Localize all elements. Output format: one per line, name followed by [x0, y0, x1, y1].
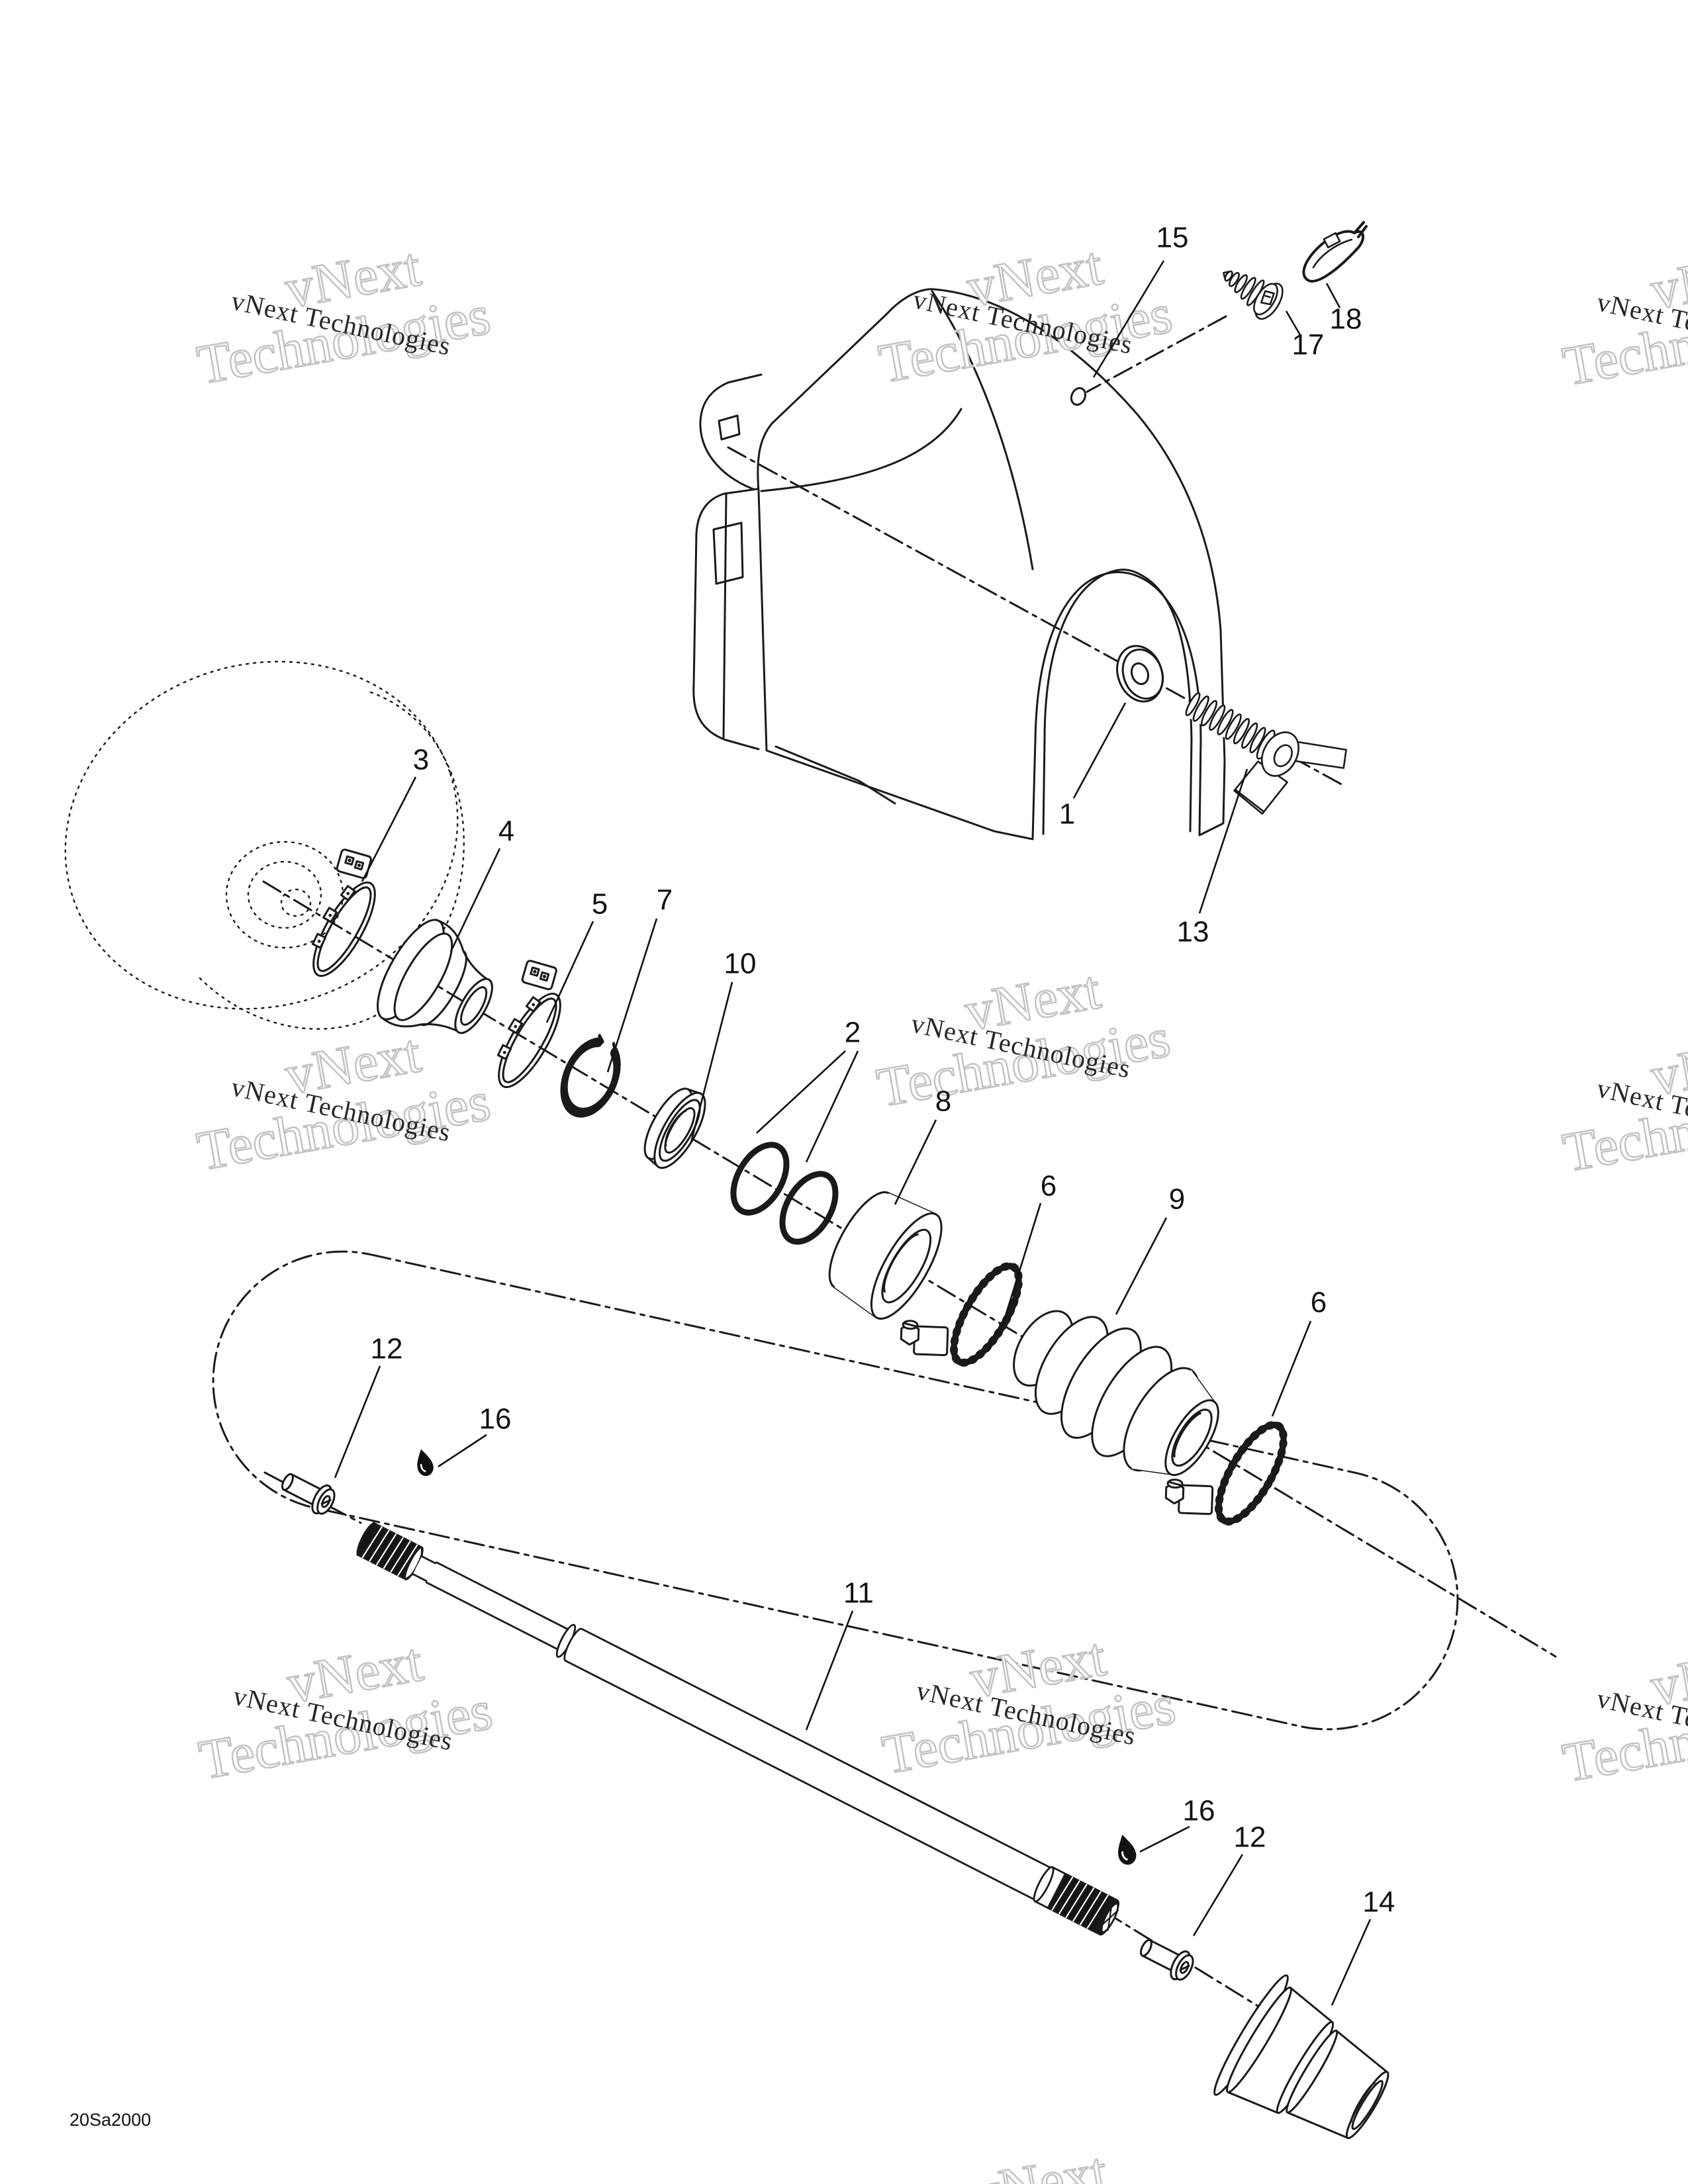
leader-line-7 — [606, 918, 658, 1073]
callout-14: 14 — [1363, 1886, 1395, 1919]
callout-4: 4 — [498, 815, 514, 848]
washer-1 — [1116, 645, 1164, 703]
leader-line-1 — [1072, 702, 1127, 799]
bushing-8 — [828, 1191, 943, 1320]
callout-10: 10 — [724, 948, 757, 980]
leader-line-15 — [1092, 260, 1165, 378]
drop-16b — [1112, 1831, 1140, 1868]
callout-1: 1 — [1059, 798, 1075, 831]
callout-6: 6 — [1311, 1287, 1327, 1319]
leader-line-8 — [894, 1119, 937, 1205]
callout-16: 16 — [479, 1403, 512, 1435]
leader-line-16 — [438, 1433, 487, 1468]
callout-5: 5 — [592, 888, 608, 921]
drawing-code: 20Sa2000 — [70, 2110, 151, 2130]
cover-screw-hole — [1070, 387, 1087, 406]
callout-13: 13 — [1177, 916, 1209, 948]
watermark-outline-line1: vNext — [967, 2141, 1111, 2184]
leader-line-2 — [805, 1050, 859, 1163]
leader-line-5 — [545, 921, 594, 1023]
leader-line-4 — [449, 848, 501, 952]
screw-axis — [1086, 315, 1227, 393]
callout-9: 9 — [1169, 1183, 1185, 1216]
callout-12: 12 — [1234, 1821, 1266, 1854]
leader-line-6 — [1001, 1203, 1042, 1327]
callout-2: 2 — [845, 1017, 861, 1049]
leader-line-11 — [805, 1610, 854, 1731]
callout-15: 15 — [1156, 222, 1189, 254]
cable-tie-18 — [1302, 221, 1368, 283]
callout-7: 7 — [657, 884, 673, 917]
callout-8: 8 — [935, 1085, 951, 1118]
coupler-boot-4 — [377, 919, 493, 1034]
drop-16a — [412, 1446, 437, 1479]
leader-line-3 — [361, 776, 417, 882]
screw-17 — [1223, 270, 1284, 320]
cover-15 — [692, 288, 1226, 841]
shaft-reference-loop — [212, 1250, 1459, 1731]
callout-3: 3 — [413, 744, 429, 776]
callout-18: 18 — [1330, 303, 1362, 336]
leader-line-9 — [1115, 1217, 1168, 1315]
callout-16: 16 — [1183, 1795, 1215, 1827]
leader-line-12 — [1192, 1854, 1244, 1936]
leader-line-2 — [756, 1050, 846, 1134]
callout-6: 6 — [1041, 1170, 1056, 1203]
leader-line-18 — [1325, 283, 1341, 308]
leader-line-14 — [1331, 1919, 1372, 2006]
leader-line-16 — [1139, 1825, 1190, 1853]
leader-line-10 — [690, 981, 733, 1143]
wing-bolt-13 — [1185, 692, 1347, 815]
sleeve-12b — [1135, 1931, 1199, 1985]
callout-17: 17 — [1292, 329, 1325, 361]
leader-line-13 — [1198, 768, 1248, 914]
clamp-3 — [280, 841, 399, 985]
circlip-7 — [560, 1034, 621, 1118]
leader-line-6 — [1271, 1320, 1312, 1417]
leader-line-17 — [1285, 310, 1301, 336]
seal-ring-10 — [643, 1087, 706, 1169]
callout-12: 12 — [371, 1333, 403, 1365]
leader-line-12 — [334, 1365, 381, 1479]
bellows-boot-9 — [1013, 1310, 1219, 1477]
drive-shaft-11 — [356, 1522, 1120, 1936]
shaft-coupler-14 — [1213, 1974, 1389, 2140]
callout-11: 11 — [843, 1577, 874, 1610]
